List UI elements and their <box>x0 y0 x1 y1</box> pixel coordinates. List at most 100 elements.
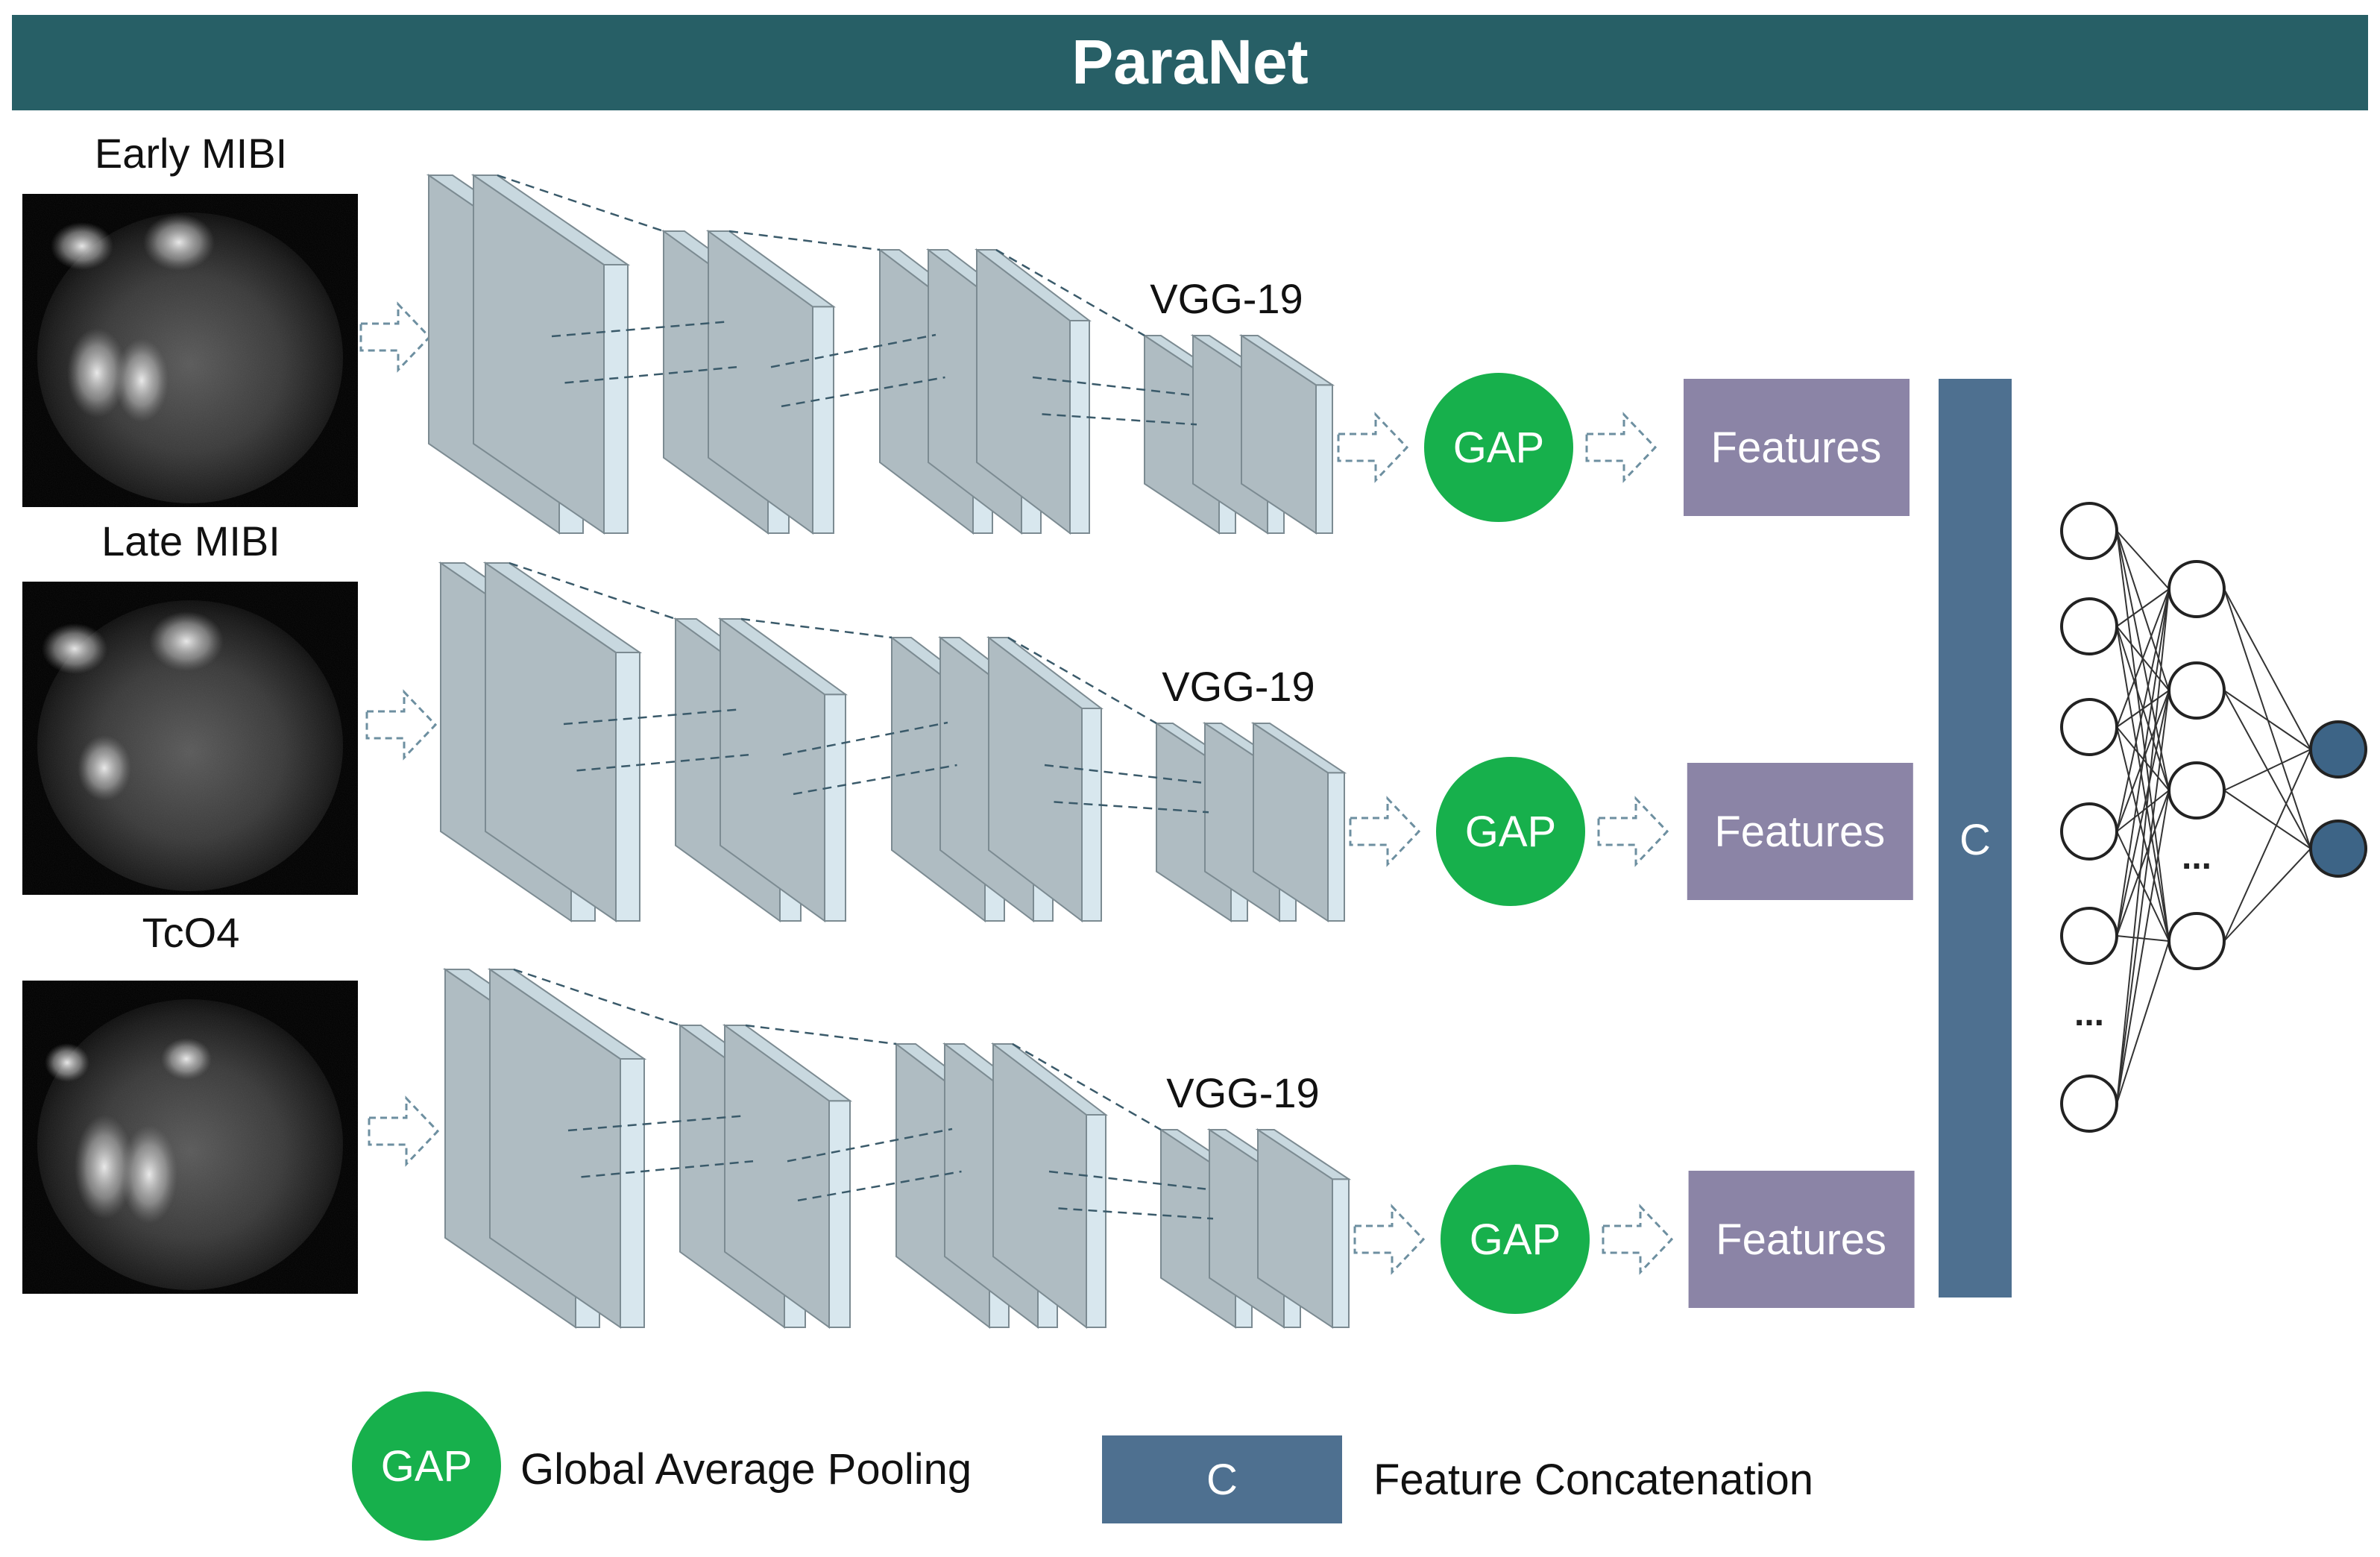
concat-label: C <box>1959 816 1991 864</box>
projection-line <box>1058 1207 1214 1220</box>
gap-to-features-arrow-icon <box>1597 796 1669 867</box>
input-arrow-icon <box>359 301 432 373</box>
input-arrow-icon <box>365 689 438 761</box>
projection-line <box>1054 801 1209 814</box>
mlp-edge <box>2116 940 2170 1104</box>
mlp-hidden-node <box>2168 912 2226 970</box>
scan-noise <box>22 582 358 895</box>
conv-block-3-layer-3 <box>986 635 1104 923</box>
scan-noise <box>22 981 358 1294</box>
input-label: Early MIBI <box>95 130 287 177</box>
projection-line <box>728 230 881 251</box>
legend-gap-text: Global Average Pooling <box>520 1445 972 1494</box>
projection-line <box>740 617 892 639</box>
gap-to-features-arrow-icon <box>1585 412 1658 483</box>
gap-label: GAP <box>1470 1215 1561 1264</box>
conv-block-3-layer-3 <box>991 1042 1108 1330</box>
mlp-edge <box>2116 790 2170 937</box>
mlp-edge <box>2223 848 2311 942</box>
mlp-edge <box>2223 588 2311 849</box>
mlp-edge <box>2116 831 2170 942</box>
slab-top <box>705 230 837 308</box>
projection-line <box>1012 1042 1162 1131</box>
scan-image <box>22 981 358 1294</box>
gap-to-features-arrow-icon <box>1602 1204 1674 1275</box>
slab-side <box>1086 1114 1106 1328</box>
features-box <box>1687 763 1913 900</box>
mlp-edge <box>2116 935 2170 942</box>
projection-line <box>745 1024 897 1045</box>
mlp-edge <box>2116 530 2170 691</box>
projection-line <box>782 721 948 756</box>
slab-top <box>717 618 849 696</box>
mlp-edge <box>2116 530 2170 942</box>
mlp-edge <box>2116 690 2170 1104</box>
conv-block-4-layer-3 <box>1238 334 1335 535</box>
mlp-input-node <box>2060 907 2118 965</box>
mlp-edge <box>2223 749 2311 942</box>
slab-top <box>1238 335 1335 386</box>
title-banner <box>12 15 2368 110</box>
input-label: TcO4 <box>142 909 240 956</box>
features-label: Features <box>1711 424 1882 472</box>
features-box <box>1684 379 1910 516</box>
mlp-hidden-node <box>2168 661 2226 720</box>
mlp-edge <box>2223 790 2311 849</box>
conv-block-4-layer-3 <box>1250 722 1347 922</box>
slab-top <box>1255 1129 1352 1180</box>
conv-block-4-layer-3 <box>1255 1128 1352 1329</box>
conv-block-1-layer-2 <box>482 562 643 922</box>
projection-line <box>781 376 945 408</box>
legend-gap-symbol <box>352 1391 501 1541</box>
mlp-edge <box>2116 530 2170 590</box>
scan-image <box>22 582 358 895</box>
conv-block-1-layer-2 <box>470 174 631 535</box>
page-title: ParaNet <box>1071 27 1309 97</box>
conv-block-2-layer-2 <box>705 230 837 535</box>
backbone-label: VGG-19 <box>1150 275 1303 322</box>
gap-label: GAP <box>1465 808 1557 856</box>
mlp-edge <box>2116 588 2170 832</box>
legend-concat-symbol <box>1102 1435 1342 1523</box>
slab-side <box>603 264 629 534</box>
slab-side <box>1332 1178 1350 1328</box>
mlp-edge <box>2223 690 2311 750</box>
backbone-label: VGG-19 <box>1162 663 1315 710</box>
features-label: Features <box>1716 1215 1886 1264</box>
slab-top <box>975 249 1092 321</box>
projection-line <box>793 764 957 796</box>
mlp-edge <box>2223 588 2311 750</box>
mlp-edge <box>2223 749 2311 791</box>
mlp-input-node <box>2060 502 2118 560</box>
projection-line <box>1044 764 1202 784</box>
mlp-hidden-node <box>2168 761 2226 820</box>
projection-line <box>1007 636 1157 725</box>
slab-top <box>1250 723 1347 774</box>
conv-block-3-layer-3 <box>975 248 1092 535</box>
mlp-hidden-node <box>2168 560 2226 618</box>
backbone-to-gap-arrow-icon <box>1337 412 1409 483</box>
slab-top <box>986 637 1104 709</box>
backbone-to-gap-arrow-icon <box>1349 796 1421 867</box>
concat-bar <box>1939 379 2012 1298</box>
mlp-edge <box>2116 588 2170 728</box>
mlp-hidden-ellipsis: ... <box>2182 837 2211 877</box>
slab-top <box>482 562 643 653</box>
gap-label: GAP <box>1453 424 1545 472</box>
slab-top <box>991 1043 1108 1116</box>
features-box <box>1688 1171 1915 1308</box>
mlp-output-node <box>2309 820 2367 878</box>
vgg19-backbone <box>426 174 1335 535</box>
mlp-output-node <box>2309 720 2367 778</box>
backbone-label: VGG-19 <box>1166 1069 1319 1116</box>
slab-side <box>615 652 640 922</box>
mlp-edge <box>2116 790 2170 1104</box>
slab-side <box>1081 708 1102 922</box>
slab-side <box>1327 772 1345 922</box>
projection-line <box>995 248 1145 337</box>
mlp-edge <box>2116 588 2170 1104</box>
mlp-edge <box>2116 690 2170 937</box>
